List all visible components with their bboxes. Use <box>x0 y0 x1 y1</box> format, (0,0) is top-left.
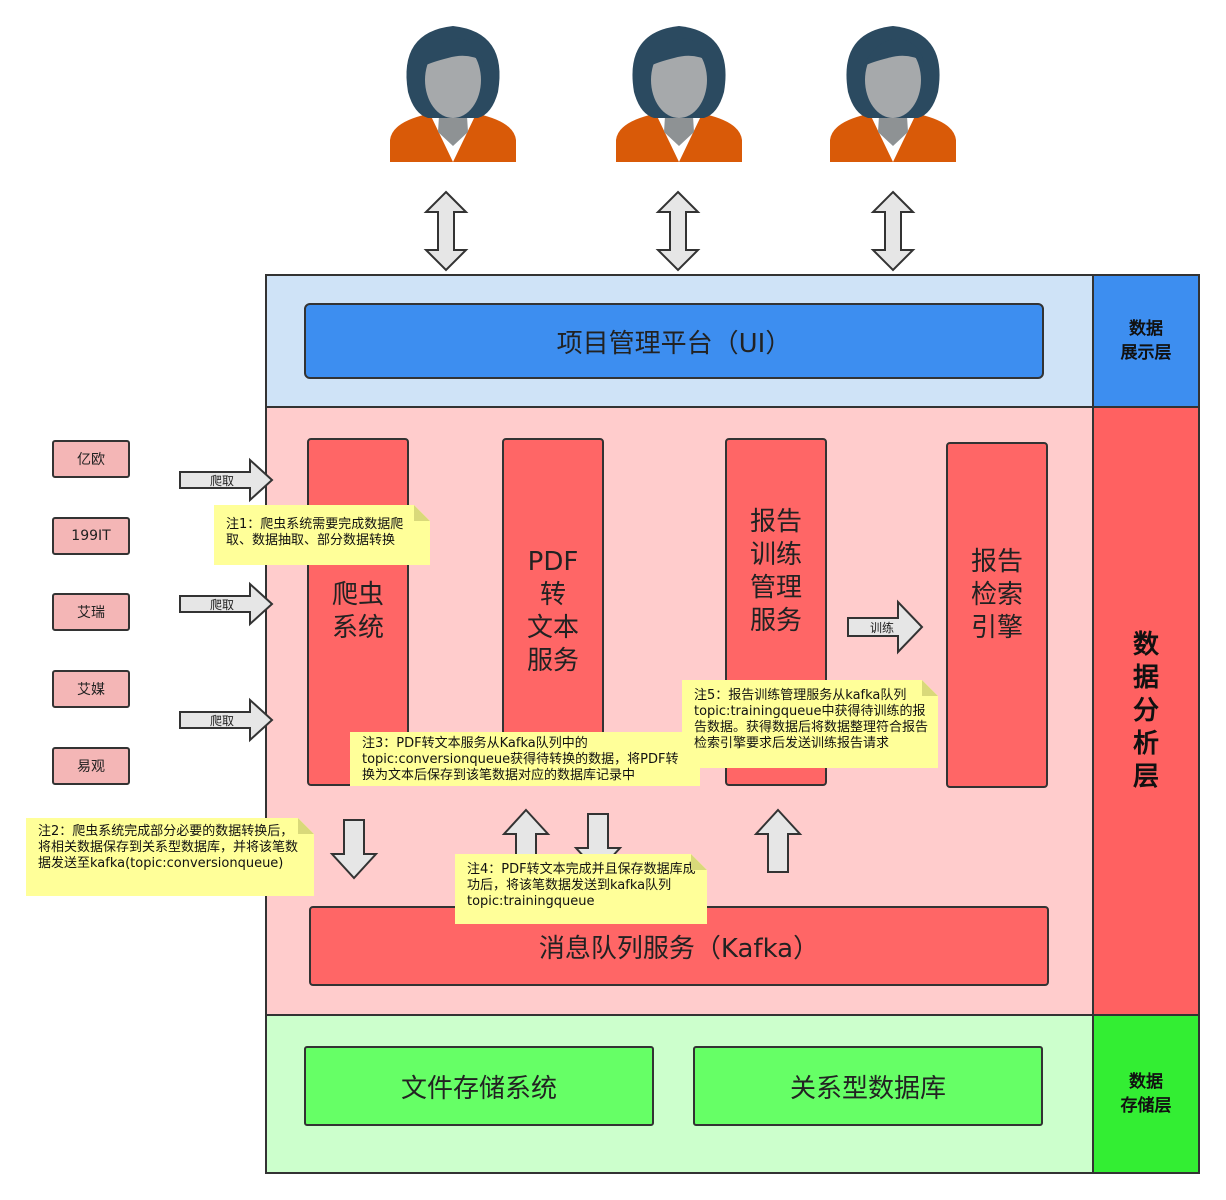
user-figure-2 <box>614 22 744 162</box>
crawl-arrow-3: 爬取 <box>178 697 274 743</box>
file-storage-box: 文件存储系统 <box>304 1046 654 1126</box>
source-airui: 艾瑞 <box>52 593 130 631</box>
source-yiguan: 易观 <box>52 747 130 785</box>
source-199it: 199IT <box>52 517 130 555</box>
crawl-arrow-1: 爬取 <box>178 457 274 503</box>
pdf-to-text-service-box: PDF 转 文本 服务 <box>502 438 604 786</box>
relational-db-box: 关系型数据库 <box>693 1046 1043 1126</box>
note-3: 注3：PDF转文本服务从Kafka队列中的topic:conversionque… <box>350 732 700 786</box>
report-search-engine-box: 报告 检索 引擎 <box>946 442 1048 788</box>
person-icon <box>390 26 516 162</box>
source-yiou: 亿欧 <box>52 440 130 478</box>
note-1: 注1：爬虫系统需要完成数据爬取、数据抽取、部分数据转换 <box>214 505 430 565</box>
crawl-arrow-label: 爬取 <box>210 598 235 612</box>
person-icon <box>830 26 956 162</box>
note-2: 注2：爬虫系统完成部分必要的数据转换后，将相关数据保存到关系型数据库，并将该笔数… <box>26 818 314 896</box>
crawl-arrow-2: 爬取 <box>178 581 274 627</box>
up-arrow-training <box>753 808 803 873</box>
user-figure-1 <box>388 22 518 162</box>
storage-layer-label: 数据 存储层 <box>1092 1014 1200 1174</box>
ui-platform-box: 项目管理平台（UI） <box>304 303 1044 379</box>
user-figure-3 <box>828 22 958 162</box>
presentation-layer-label: 数据 展示层 <box>1092 274 1200 408</box>
note-4: 注4：PDF转文本完成并且保存数据库成功后，将该笔数据发送到kafka队列top… <box>455 854 707 924</box>
down-arrow-crawler <box>329 819 379 880</box>
crawl-arrow-label: 爬取 <box>210 714 235 728</box>
crawl-arrow-label: 爬取 <box>210 474 235 488</box>
double-arrow-1 <box>423 190 469 272</box>
double-arrow-3 <box>870 190 916 272</box>
analysis-layer-label: 数 据 分 析 层 <box>1092 406 1200 1016</box>
person-icon <box>616 26 742 162</box>
note-5: 注5：报告训练管理服务从kafka队列topic:trainingqueue中获… <box>682 680 938 768</box>
train-arrow-label: 训练 <box>870 621 895 635</box>
source-aimei: 艾媒 <box>52 670 130 708</box>
double-arrow-2 <box>655 190 701 272</box>
train-arrow: 训练 <box>846 599 926 655</box>
